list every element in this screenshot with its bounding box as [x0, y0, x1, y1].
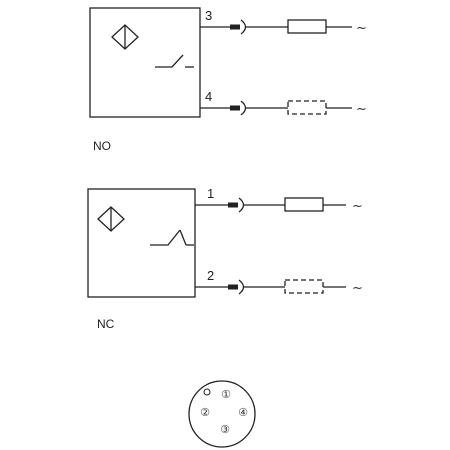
load-resistor	[287, 19, 327, 34]
mode-label-no: NO	[93, 139, 111, 153]
sensor-body-no	[89, 7, 201, 118]
inductive-sensor-icon	[97, 206, 125, 232]
pin-number: 3	[205, 8, 212, 23]
wire-pin-4: 4 ~	[200, 89, 367, 117]
ac-supply-symbol: ~	[356, 102, 367, 117]
sensor-body-nc	[87, 188, 196, 298]
optional-load-resistor	[287, 100, 327, 115]
wire-pin-1: 1 ~	[195, 186, 363, 214]
optional-load-resistor	[284, 279, 324, 294]
ac-supply-symbol: ~	[352, 281, 363, 296]
circuit-no: 3 ~ 4 ~ NO	[89, 7, 367, 153]
load-resistor	[284, 197, 324, 212]
circuit-nc: 1 ~ 2 ~ NC	[87, 186, 363, 331]
connector-pin: ②	[200, 406, 210, 419]
normally-open-switch-icon	[155, 54, 194, 68]
pin-number: 1	[207, 186, 214, 201]
connector-pin: ①	[221, 388, 231, 401]
wire-pin-2: 2 ~	[195, 268, 363, 296]
normally-closed-switch-icon	[150, 229, 194, 246]
connector-pin: ③	[220, 423, 230, 436]
connector-key-notch	[203, 388, 211, 396]
ac-supply-symbol: ~	[352, 199, 363, 214]
ac-supply-symbol: ~	[356, 21, 367, 36]
mode-label-nc: NC	[97, 317, 115, 331]
wire-pin-3: 3 ~	[200, 8, 367, 36]
connector-pinout: ① ② ④ ③	[188, 380, 256, 448]
inductive-sensor-icon	[111, 24, 139, 50]
connector-pin: ④	[238, 406, 248, 419]
connector-outline	[188, 380, 256, 448]
pin-number: 2	[207, 268, 214, 283]
pin-number: 4	[205, 89, 212, 104]
